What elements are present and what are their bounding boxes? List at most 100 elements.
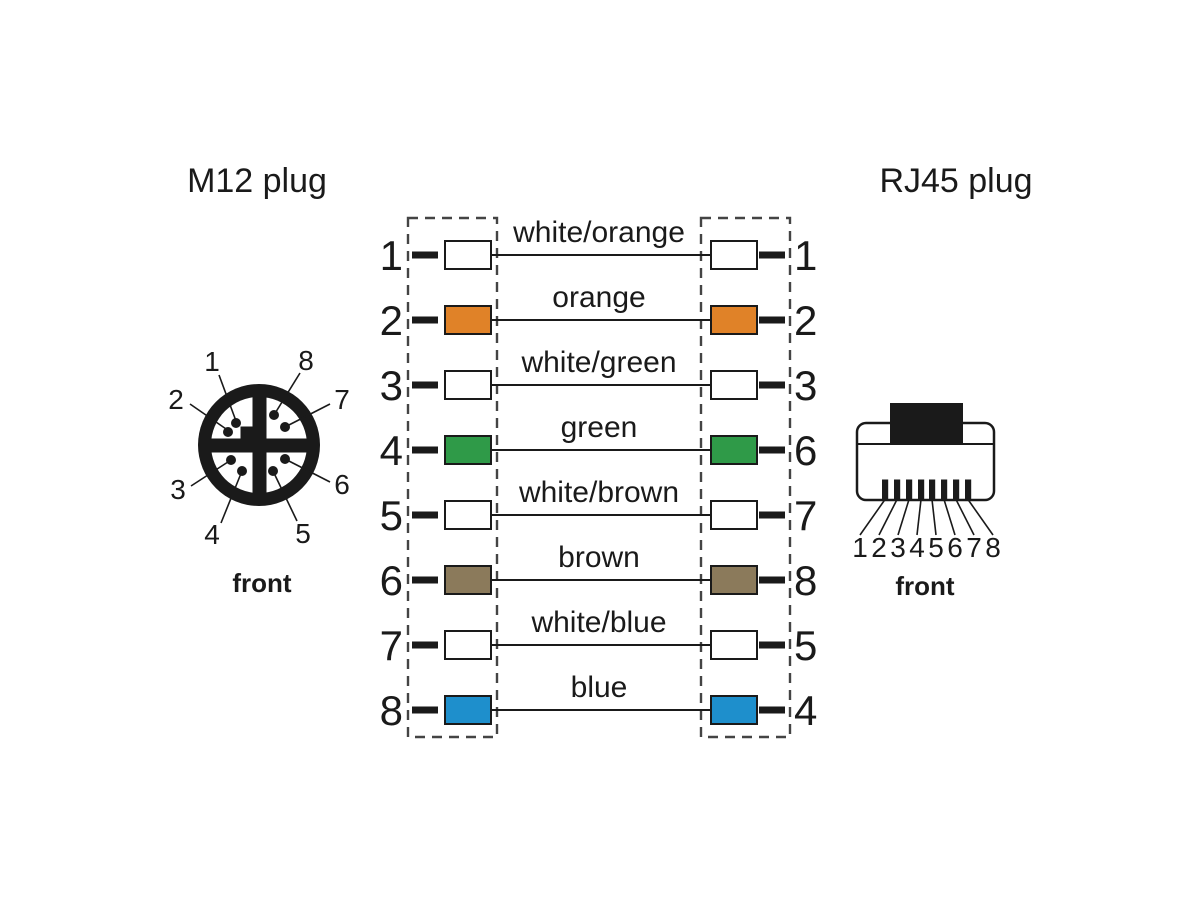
right-wire-stub: [759, 381, 785, 389]
left-wire-stub: [412, 641, 438, 649]
m12-leader-line-pin3: [190, 459, 232, 487]
m12-plug-diagram: M12 plug 1 2 3 4 5 6 7 8 front: [168, 162, 350, 598]
m12-pin-label-8: 8: [298, 345, 314, 376]
m12-title: M12 plug: [187, 162, 327, 200]
m12-coding-key-notch: [240, 426, 253, 439]
rj45-contact-8: [965, 479, 972, 500]
wire-row: 4 green 6: [380, 411, 818, 474]
right-wire-stub: [759, 511, 785, 519]
left-wire-stub: [412, 251, 438, 259]
rj45-latch-tab: [890, 403, 963, 444]
right-wire-stub: [759, 251, 785, 259]
wire-color-label: orange: [552, 281, 645, 314]
wire-color-label: white/brown: [518, 476, 679, 509]
m12-pin-label-4: 4: [204, 519, 220, 550]
right-wire-color-box: [710, 565, 758, 595]
left-wire-color-box: [444, 305, 492, 335]
left-pin-number: 4: [380, 427, 403, 474]
wire-color-label: white/blue: [530, 606, 666, 639]
left-pin-number: 1: [380, 232, 403, 279]
right-wire-color-box: [710, 370, 758, 400]
wire-color-label: white/green: [520, 346, 676, 379]
rj45-contact-7: [953, 479, 960, 500]
rj45-pin-label-7: 7: [966, 532, 982, 563]
right-wire-stub: [759, 706, 785, 714]
wire-row: 8 blue 4: [380, 671, 818, 734]
rj45-leader-line-pin5: [931, 499, 937, 536]
rj45-contact-5: [929, 479, 936, 500]
m12-pin-label-3: 3: [170, 474, 186, 505]
rj45-pin-label-1: 1: [852, 532, 868, 563]
rj45-pin-label-4: 4: [909, 532, 925, 563]
rj45-contact-3: [906, 479, 913, 500]
left-wire-stub: [412, 316, 438, 324]
wire-row: 6 brown 8: [380, 541, 818, 604]
m12-contact-8: [269, 410, 279, 420]
right-pin-number: 6: [794, 427, 817, 474]
rj45-front-label: front: [895, 571, 955, 601]
right-pin-number: 5: [794, 622, 817, 669]
rj45-plug-diagram: RJ45 plug 1 2 3 4 5 6 7 8 front: [852, 162, 1032, 601]
wire-color-label: brown: [558, 541, 640, 574]
rj45-contact-2: [894, 479, 901, 500]
left-wire-color-box: [444, 435, 492, 465]
left-wire-color-box: [444, 370, 492, 400]
rj45-pin-label-6: 6: [947, 532, 963, 563]
m12-contact-6: [280, 454, 290, 464]
left-wire-stub: [412, 706, 438, 714]
right-wire-color-box: [710, 435, 758, 465]
rj45-leader-line-pin8: [967, 499, 994, 536]
left-wire-color-box: [444, 500, 492, 530]
right-wire-stub: [759, 641, 785, 649]
m12-leader-line-pin4: [220, 470, 243, 524]
left-pin-number: 8: [380, 687, 403, 734]
right-wire-color-box: [710, 695, 758, 725]
m12-contact-7: [280, 422, 290, 432]
rj45-contact-1: [882, 479, 889, 500]
rj45-pin-label-8: 8: [985, 532, 1001, 563]
rj45-leader-line-pin4: [916, 499, 922, 536]
wire-row: 1 white/orange 1: [380, 216, 818, 279]
right-pin-number: 3: [794, 362, 817, 409]
wire-row: 5 white/brown 7: [380, 476, 818, 539]
wire-color-label: blue: [571, 671, 628, 704]
right-wire-stub: [759, 446, 785, 454]
m12-leader-line-pin1: [218, 374, 237, 422]
m12-contact-2: [223, 427, 233, 437]
m12-leader-line-pin8: [273, 372, 301, 416]
right-wire-color-box: [710, 500, 758, 530]
left-pin-number: 7: [380, 622, 403, 669]
right-wire-stub: [759, 576, 785, 584]
m12-leader-line-pin7: [284, 403, 331, 428]
left-wire-stub: [412, 446, 438, 454]
left-connector-dashed-box: [406, 216, 499, 739]
right-wire-stub: [759, 316, 785, 324]
rj45-leader-line-pin7: [955, 499, 975, 536]
wire-row: 2 orange 2: [380, 281, 818, 344]
left-wire-stub: [412, 511, 438, 519]
right-pin-number: 8: [794, 557, 817, 604]
m12-pin-label-5: 5: [295, 518, 311, 549]
left-pin-number: 3: [380, 362, 403, 409]
m12-front-label: front: [232, 568, 292, 598]
right-wire-color-box: [710, 630, 758, 660]
left-wire-color-box: [444, 630, 492, 660]
m12-leader-line-pin6: [284, 458, 331, 483]
left-wire-color-box: [444, 240, 492, 270]
left-wire-stub: [412, 576, 438, 584]
left-wire-color-box: [444, 565, 492, 595]
wire-row: 7 white/blue 5: [380, 606, 818, 669]
left-pin-number: 5: [380, 492, 403, 539]
wire-color-label: green: [561, 411, 638, 444]
rj45-leader-line-pin2: [878, 499, 898, 536]
right-pin-number: 4: [794, 687, 817, 734]
m12-pin-label-1: 1: [204, 346, 220, 377]
rj45-leader-line-pin6: [943, 499, 956, 536]
right-wire-color-box: [710, 240, 758, 270]
left-pin-number: 2: [380, 297, 403, 344]
m12-leader-line-pin2: [189, 403, 230, 432]
wire-row: 3 white/green 3: [380, 346, 818, 409]
left-wire-stub: [412, 381, 438, 389]
right-pin-number: 1: [794, 232, 817, 279]
